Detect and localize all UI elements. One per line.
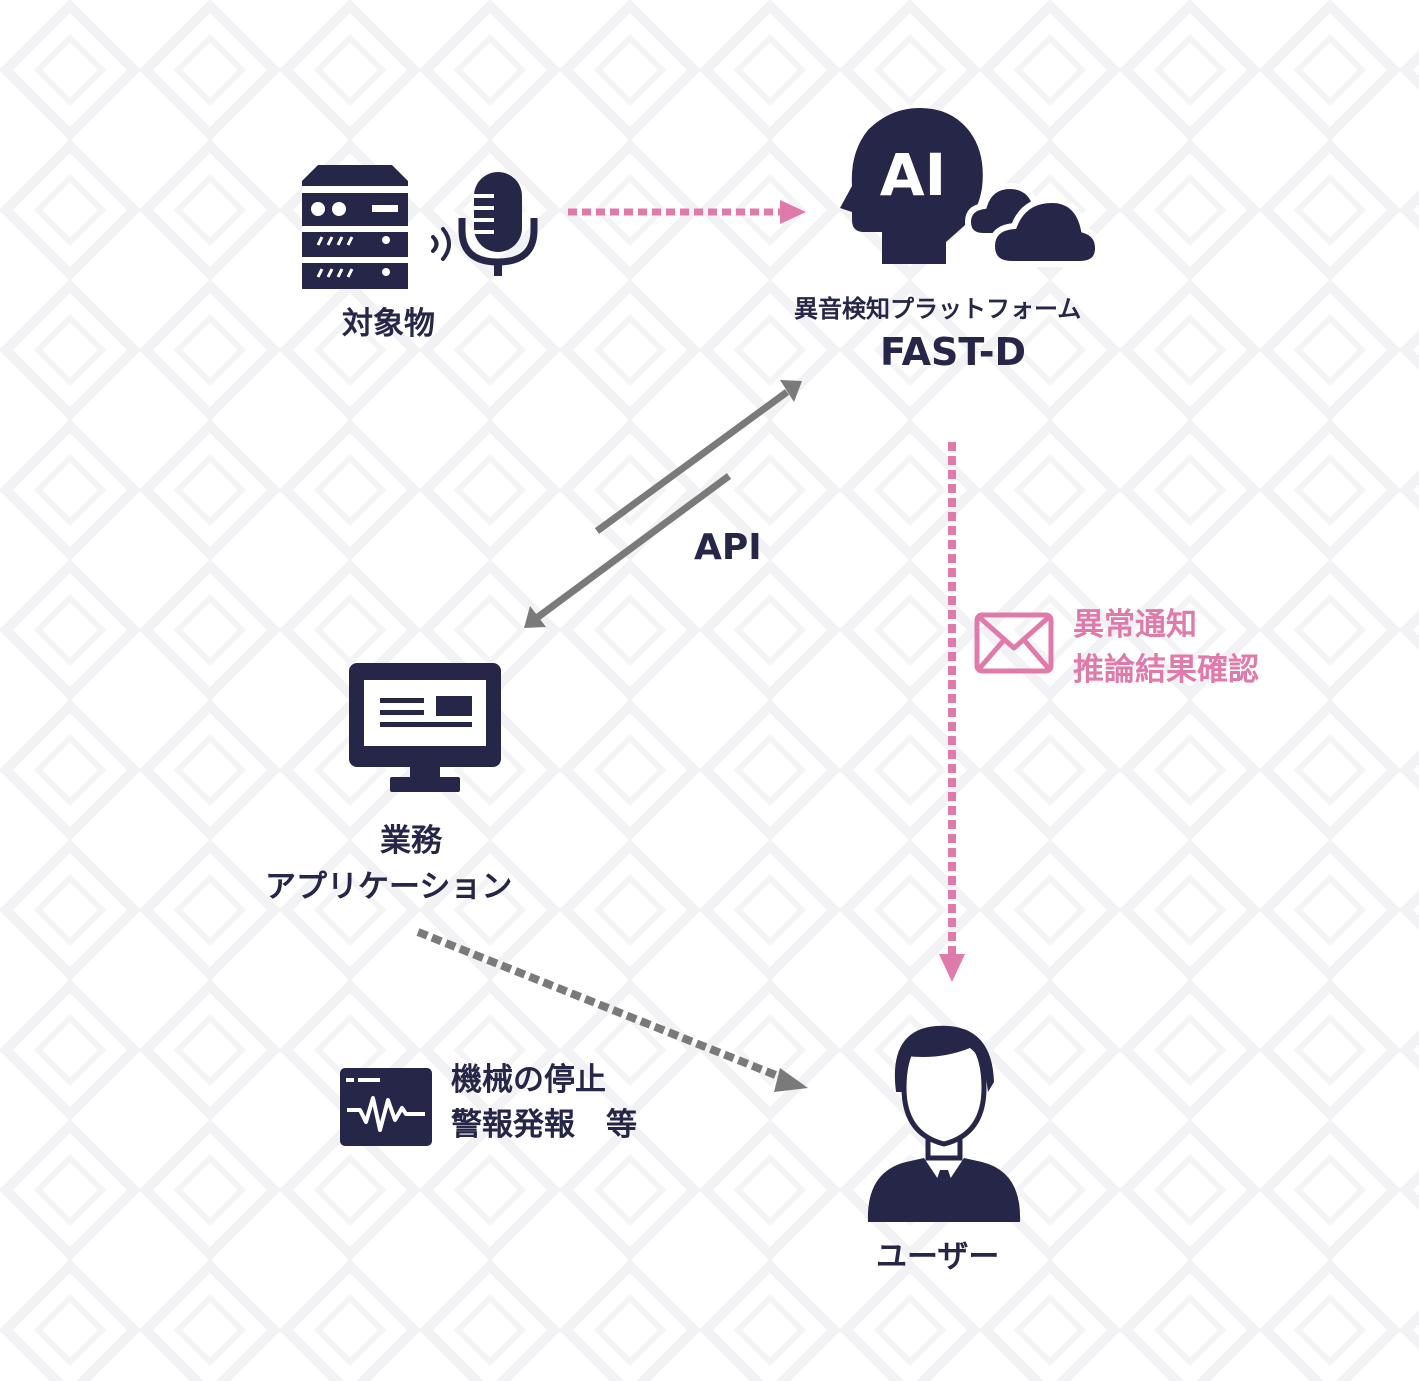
ai-text: AI [880,141,946,209]
arrow-platform-to-app [524,473,732,628]
ai-head-icon: AI [840,108,983,264]
sound-wave-icon [431,227,451,261]
platform-label: 異音検知プラットフォーム [794,295,1082,323]
arrow-platform-to-user [939,442,965,982]
notify-label-line1: 異常通知 [1073,607,1197,643]
business-app-label-line2: アプリケーション [265,869,513,905]
business-app-label-line1: 業務 [380,823,442,859]
user-label: ユーザー [876,1239,1000,1275]
server-icon [302,165,408,289]
arrow-app-to-user [416,928,808,1092]
arrow-app-to-platform [594,380,802,534]
platform-name: FAST-D [880,330,1027,374]
waveform-screen-icon [340,1068,432,1146]
mail-icon [974,612,1054,674]
actions-label-line2: 警報発報 等 [451,1107,637,1143]
actions-label-line1: 機械の停止 [451,1062,606,1098]
notify-label-line2: 推論結果確認 [1073,652,1259,688]
microphone-icon [458,172,538,276]
user-icon [867,1025,1021,1222]
target-label: 対象物 [342,306,435,342]
cloud-icon [964,182,1102,267]
monitor-icon [349,663,501,792]
api-label: API [694,527,762,568]
arrow-target-to-platform [568,200,806,224]
